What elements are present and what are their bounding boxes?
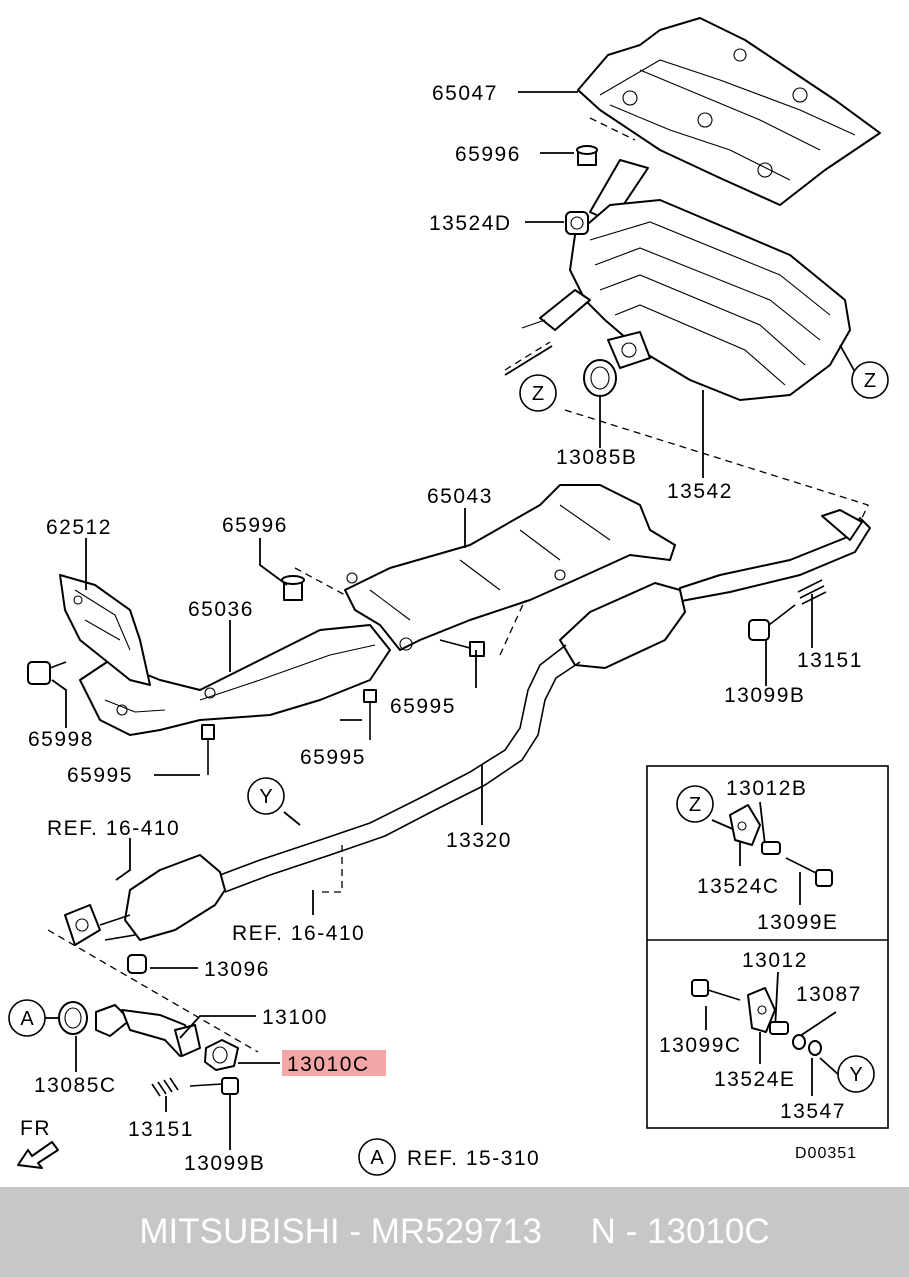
label-65047: 65047 bbox=[432, 82, 498, 105]
center-pipe-13320 bbox=[64, 509, 871, 946]
footer-spacer bbox=[542, 1212, 591, 1252]
callout-y1: Y bbox=[247, 777, 285, 815]
leader-lines bbox=[42, 91, 856, 1150]
label-13012b: 13012B bbox=[726, 777, 807, 800]
label-13099c: 13099C bbox=[659, 1034, 742, 1057]
label-13012: 13012 bbox=[742, 949, 808, 972]
label-ref-15-310: REF. 15-310 bbox=[407, 1147, 540, 1170]
svg-text:Z: Z bbox=[689, 794, 701, 816]
label-13085b: 13085B bbox=[556, 446, 637, 469]
label-65043: 65043 bbox=[427, 485, 493, 508]
footer-ref-prefix: N - bbox=[590, 1212, 648, 1251]
part-number-footer: MITSUBISHI - MR529713 N - 13010C bbox=[0, 1187, 909, 1277]
label-65996-mid: 65996 bbox=[222, 514, 288, 537]
label-13320: 13320 bbox=[446, 829, 512, 852]
label-65996-top: 65996 bbox=[455, 143, 521, 166]
label-13524c: 13524C bbox=[697, 875, 780, 898]
front-pipe-13100 bbox=[58, 1001, 239, 1097]
label-13100: 13100 bbox=[262, 1006, 328, 1029]
svg-text:Z: Z bbox=[532, 383, 544, 405]
label-13099b-left: 13099B bbox=[184, 1152, 265, 1175]
label-13524e: 13524E bbox=[714, 1068, 795, 1091]
label-13099b-right: 13099B bbox=[724, 684, 805, 707]
label-ref-16-410-a: REF. 16-410 bbox=[47, 817, 180, 840]
callout-y2: Y bbox=[837, 1055, 875, 1093]
label-65995-a: 65995 bbox=[67, 764, 133, 787]
label-13099e: 13099E bbox=[757, 911, 838, 934]
heat-protector-62512 bbox=[59, 574, 151, 686]
callout-a1: A bbox=[8, 999, 46, 1037]
label-13542: 13542 bbox=[667, 480, 733, 503]
label-13087: 13087 bbox=[796, 983, 862, 1006]
label-13524d: 13524D bbox=[429, 212, 512, 235]
dashed-lines bbox=[47, 117, 869, 1053]
svg-text:A: A bbox=[370, 1147, 384, 1169]
label-13096: 13096 bbox=[204, 958, 270, 981]
callout-z1: Z bbox=[519, 374, 557, 412]
fasteners bbox=[27, 575, 827, 974]
footer-ref-code: 13010C bbox=[647, 1212, 770, 1251]
label-13085c: 13085C bbox=[34, 1074, 117, 1097]
detail-box bbox=[646, 765, 889, 1129]
heat-protector-65036 bbox=[79, 624, 391, 736]
label-62512: 62512 bbox=[46, 516, 112, 539]
callout-z3: Z bbox=[676, 785, 714, 823]
footer-part-number: MR529713 bbox=[370, 1212, 542, 1251]
heat-protector-65047 bbox=[577, 17, 881, 206]
label-13010c: 13010C bbox=[287, 1053, 370, 1076]
label-ref-16-410-b: REF. 16-410 bbox=[232, 922, 365, 945]
label-65036: 65036 bbox=[188, 598, 254, 621]
svg-text:A: A bbox=[20, 1008, 34, 1030]
callout-a2: A bbox=[358, 1138, 396, 1176]
heat-protector-65043 bbox=[344, 484, 676, 651]
label-fr: FR bbox=[20, 1117, 51, 1140]
label-13547: 13547 bbox=[780, 1100, 846, 1123]
svg-text:Y: Y bbox=[259, 786, 272, 808]
callout-z2: Z bbox=[851, 361, 889, 399]
footer-separator: - bbox=[339, 1212, 371, 1251]
label-65995-b: 65995 bbox=[300, 746, 366, 769]
label-drawing-code: D00351 bbox=[795, 1145, 857, 1162]
label-13151-left: 13151 bbox=[128, 1118, 194, 1141]
svg-text:Z: Z bbox=[864, 370, 876, 392]
svg-text:Y: Y bbox=[849, 1064, 862, 1086]
label-65998: 65998 bbox=[28, 728, 94, 751]
highlight-13010c bbox=[282, 1050, 386, 1076]
footer-brand: MITSUBISHI bbox=[139, 1212, 340, 1251]
label-13151-right: 13151 bbox=[797, 649, 863, 672]
front-arrow-icon bbox=[17, 1141, 59, 1169]
exhaust-parts-diagram: Z Z Z Y Y A A 65047 65996 13524D 13085B … bbox=[8, 17, 889, 1176]
label-65995-c: 65995 bbox=[390, 695, 456, 718]
main-muffler-13542 bbox=[521, 145, 851, 401]
